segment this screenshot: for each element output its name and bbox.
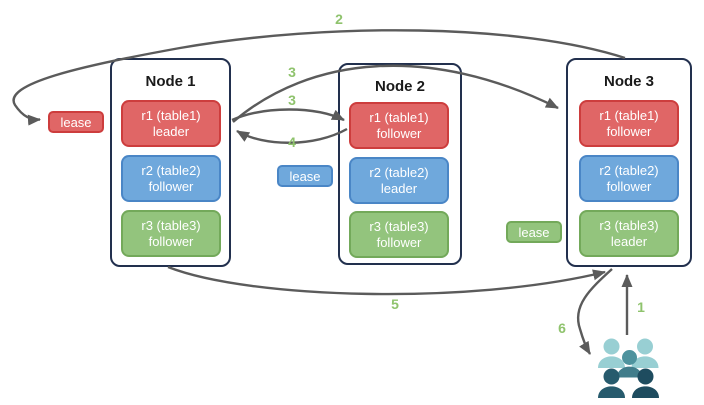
lease-badge-r2: lease xyxy=(277,165,333,187)
step-label-3a: 3 xyxy=(288,64,296,80)
lease-badge-r1: lease xyxy=(48,111,104,133)
replica-range: r1 (table1) xyxy=(599,107,659,123)
step-label-6: 6 xyxy=(558,320,566,336)
replica-role: follower xyxy=(376,125,422,141)
arrow-step-5 xyxy=(167,265,606,296)
step-label-1: 1 xyxy=(637,299,645,315)
replica-role: leader xyxy=(380,180,418,196)
replica-node1-r1: r1 (table1) leader xyxy=(121,100,221,147)
users-icon xyxy=(598,338,659,398)
replica-node2-r3: r3 (table3) follower xyxy=(349,211,449,258)
replica-range: r2 (table2) xyxy=(141,162,201,178)
replica-node3-r2: r2 (table2) follower xyxy=(579,155,679,202)
replica-node1-r3: r3 (table3) follower xyxy=(121,210,221,257)
node-1-panel: Node 1 r1 (table1) leader r2 (table2) fo… xyxy=(110,58,231,267)
replica-range: r2 (table2) xyxy=(599,162,659,178)
step-label-4: 4 xyxy=(288,134,296,150)
replica-node3-r3: r3 (table3) leader xyxy=(579,210,679,257)
arrow-step-3-to-node2 xyxy=(231,108,345,122)
node-1-title: Node 1 xyxy=(145,73,196,90)
node-2-title: Node 2 xyxy=(374,78,425,95)
replica-role: leader xyxy=(152,123,190,139)
replica-node2-r2: r2 (table2) leader xyxy=(349,157,449,204)
replica-node1-r2: r2 (table2) follower xyxy=(121,155,221,202)
replica-range: r3 (table3) xyxy=(599,217,659,233)
step-label-3b: 3 xyxy=(288,92,296,108)
replica-range: r1 (table1) xyxy=(141,107,201,123)
arrow-step-2 xyxy=(12,29,626,126)
node-2-panel: Node 2 r1 (table1) follower r2 (table2) … xyxy=(338,63,462,265)
replica-role: follower xyxy=(606,123,652,139)
replica-range: r1 (table1) xyxy=(369,109,429,125)
replica-role: leader xyxy=(610,233,648,249)
replica-range: r3 (table3) xyxy=(369,218,429,234)
replica-role: follower xyxy=(148,178,194,194)
replica-range: r3 (table3) xyxy=(141,217,201,233)
step-label-5: 5 xyxy=(391,296,399,312)
replica-node2-r1: r1 (table1) follower xyxy=(349,102,449,149)
replica-role: follower xyxy=(376,234,422,250)
node-3-title: Node 3 xyxy=(603,73,654,90)
replica-role: follower xyxy=(606,178,652,194)
replica-node3-r1: r1 (table1) follower xyxy=(579,100,679,147)
lease-badge-r3: lease xyxy=(506,221,562,243)
step-label-2: 2 xyxy=(335,11,343,27)
replica-range: r2 (table2) xyxy=(369,164,429,180)
replica-role: follower xyxy=(148,233,194,249)
arrow-step-6 xyxy=(577,268,613,355)
node-3-panel: Node 3 r1 (table1) follower r2 (table2) … xyxy=(566,58,692,267)
